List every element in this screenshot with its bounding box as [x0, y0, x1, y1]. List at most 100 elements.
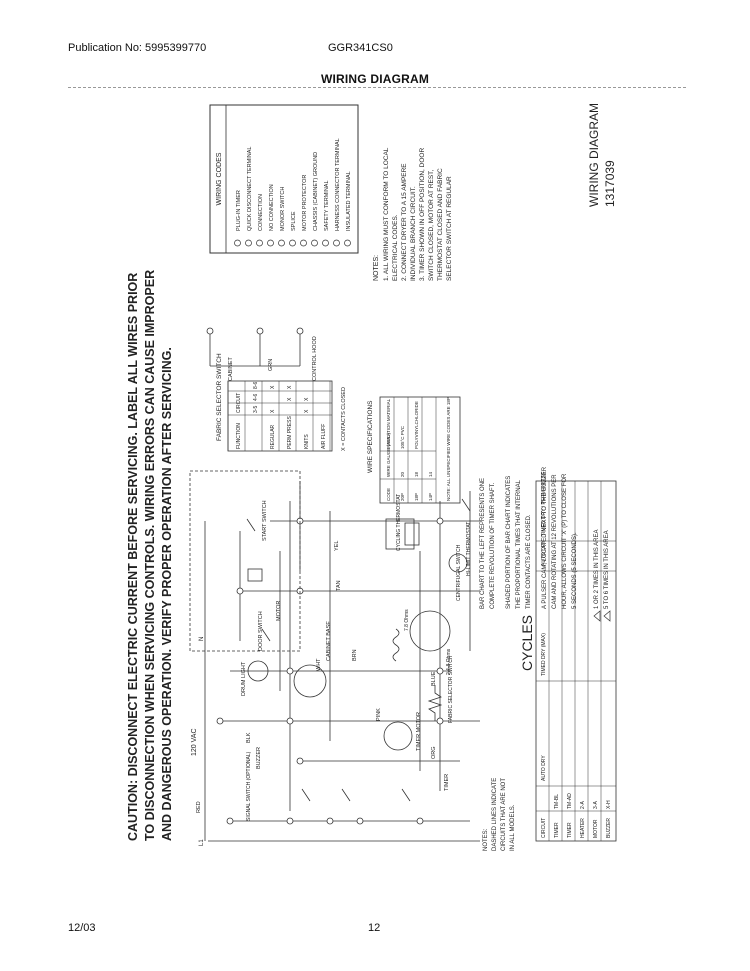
wire-spec-cell: POLYVINYLCHLORIDE: [414, 401, 419, 449]
publication-number: Publication No: 5995399770: [68, 42, 207, 54]
wiring-code-symbol-icon: [245, 239, 252, 247]
heater2-label: 2.4-8 Ohms: [446, 648, 452, 675]
cycle-code-label: 2-A: [580, 801, 586, 809]
cycle-section-label: AUTO DRY: [541, 540, 547, 566]
cycle-section-label: TIMED DRY / PERM PRESS: [541, 471, 547, 536]
note-line: 2. CONNECT DRYER TO A 15 AMPERE: [401, 163, 408, 281]
fabric-cell: REGULAR: [270, 424, 276, 449]
note-line: 3. TIMER SHOWN IN OFF POSITION, DOOR: [419, 148, 426, 281]
wht-wire-label: WHT: [316, 658, 322, 671]
cycle-circuit-label: MOTOR: [593, 819, 599, 838]
wiring-code-item: PLUG-IN TIMER: [236, 190, 242, 231]
bar-chart-note: SHADED PORTION OF BAR CHART INDICATES: [506, 476, 512, 609]
model-number: GGR341CS0: [328, 42, 393, 54]
caution-line-1: CAUTION: DISCONNECT ELECTRIC CURRENT BEF…: [126, 273, 140, 841]
wire-spec-cell: 14P: [428, 493, 433, 501]
grn-wire-label: GRN: [268, 359, 274, 371]
fabric-subheader: 3-5: [253, 406, 259, 413]
wiring-code-item: CHASSIS (CABINET) GROUND: [313, 152, 319, 231]
caution-line-3: AND DANGEROUS OPERATION. VERIFY PROPER O…: [160, 347, 174, 841]
wiring-code-item: MONOR SWITCH: [280, 187, 286, 231]
cycle-circuit-label: CIRCUIT: [541, 818, 547, 838]
yel-wire-label: YEL: [334, 541, 340, 551]
hi-limit-label: HI-LIMIT THERMOSTAT: [466, 522, 472, 576]
cycle-code-label: TM-AD: [567, 793, 573, 809]
fabric-cell: AIR FLUFF: [321, 424, 327, 449]
control-hood-label: CONTROL HOOD: [312, 336, 318, 381]
door-switch-label: DOOR SWITCH: [258, 611, 264, 651]
n-label: N: [199, 637, 205, 641]
bar-chart-note: CAM AND ROTATING AT 12 REVOLUTIONS PER: [552, 474, 558, 609]
wiring-code-item: CONNECTION: [258, 194, 264, 231]
wiring-code-symbol-icon: [344, 239, 351, 247]
bar-chart-note: BAR CHART TO THE LEFT REPRESENTS ONE: [480, 478, 486, 609]
fabric-cell: X: [304, 397, 310, 401]
wire-spec-cell: 20P: [400, 493, 405, 501]
fabric-cell: X: [287, 385, 293, 389]
wiring-code-item: INSULATED TERMINAL: [346, 171, 352, 231]
tan-wire-label: TAN: [336, 580, 342, 591]
wiring-code-symbol-icon: [278, 239, 285, 247]
cycle-circuit-label: TIMER: [567, 822, 573, 838]
fabric-switch-label: FABRIC SELECTOR SWITCH: [448, 655, 454, 723]
cycle-code-label: TM-BL: [554, 794, 560, 809]
dashed-note-3: CIRCUITS THAT ARE NOT: [501, 778, 507, 851]
fabric-header: FUNCTION: [236, 423, 242, 449]
part-number: 1317039: [603, 160, 617, 207]
wiring-code-symbol-icon: [256, 239, 263, 247]
l1-label: L1: [199, 839, 205, 846]
cycle-circuit-label: HEATER: [580, 818, 586, 838]
timer-motor-label: TIMER MOTOR: [416, 712, 422, 751]
note-line: INDIVIDUAL BRANCH CIRCUIT.: [410, 186, 417, 281]
wire-spec-cell: 105°C PVC: [400, 425, 405, 449]
notes-title: NOTES:: [373, 255, 380, 281]
bar-chart-note: COMPLETE REVOLUTION OF TIMER SHAFT.: [490, 482, 496, 609]
cabinet-label: CABINET: [228, 357, 234, 381]
wiring-code-symbol-icon: [234, 239, 241, 247]
wiring-code-symbol-icon: [267, 239, 274, 247]
notes-block: NOTES: 1. ALL WIRING MUST CONFORM TO LOC…: [373, 147, 453, 281]
timer-label: TIMER: [444, 774, 450, 791]
bar-chart-note: A PULSER CAM, LOCATED NEXT TO THE BUZZER: [542, 466, 548, 609]
wiring-code-item: NO CONNECTION: [269, 184, 275, 231]
drum-light-label: DRUM LIGHT: [241, 661, 247, 696]
wiring-code-symbol-icon: [289, 239, 296, 247]
caution-block: CAUTION: DISCONNECT ELECTRIC CURRENT BEF…: [126, 270, 174, 841]
centrifugal-label: CENTRIFUGAL SWITCH: [456, 544, 462, 601]
blu-wire-label: BLUE: [431, 671, 437, 686]
wiring-code-item: HARNESS CONNECTOR TERMINAL: [335, 138, 341, 231]
fabric-cell: KNITS: [304, 434, 310, 449]
part-number-block: WIRING DIAGRAM 1317039: [587, 103, 617, 207]
wire-spec-cell: 18: [414, 471, 419, 477]
header-divider: [68, 87, 686, 88]
cycles-title: CYCLES: [519, 615, 535, 671]
wiring-code-symbol-icon: [322, 239, 329, 247]
pnk-wire-label: PINK: [376, 708, 382, 721]
cycling-thermo-label: CYCLING THERMOSTAT: [396, 494, 402, 551]
wire-spec-cell: 18P: [414, 493, 419, 501]
wiring-code-item: SPLICE: [291, 211, 297, 231]
cycle-circuit-label: TIMER: [554, 822, 560, 838]
bar-chart-note: TIMER CONTACTS ARE CLOSED.: [526, 514, 532, 609]
wire-spec-cell: 20: [400, 471, 405, 477]
schematic-labels: 120 VAC L1 N RED BLK WHT BLUE BRN TAN PI…: [191, 336, 516, 851]
buzzer-label: BUZZER: [256, 747, 262, 769]
signal-switch-label: SIGNAL SWITCH (OPTIONAL): [246, 751, 252, 821]
note-line: THERMOSTAT CLOSED AND FABRIC: [437, 168, 444, 281]
fabric-selector-title: FABRIC SELECTOR SWITCH: [216, 353, 223, 441]
area-note-2: 5 TO 6 TIMES IN THIS AREA: [604, 530, 610, 609]
fabric-cell: X: [270, 385, 276, 389]
wire-spec-header: INSULATION MATERIAL: [386, 398, 391, 449]
wire-spec-footnote: NOTE: ALL UNSPECIFIED WIRE CODES ARE 18P: [446, 397, 451, 501]
fabric-subheader: 4-6: [253, 394, 259, 401]
wire-spec-header: CODE: [386, 488, 391, 501]
wiring-code-symbol-icon: [333, 239, 340, 247]
footer-date: 12/03: [68, 922, 96, 934]
blk-wire-label: BLK: [246, 732, 252, 743]
supply-label: 120 VAC: [191, 729, 198, 757]
dashed-note-2: DASHED LINES INDICATE: [492, 778, 498, 851]
